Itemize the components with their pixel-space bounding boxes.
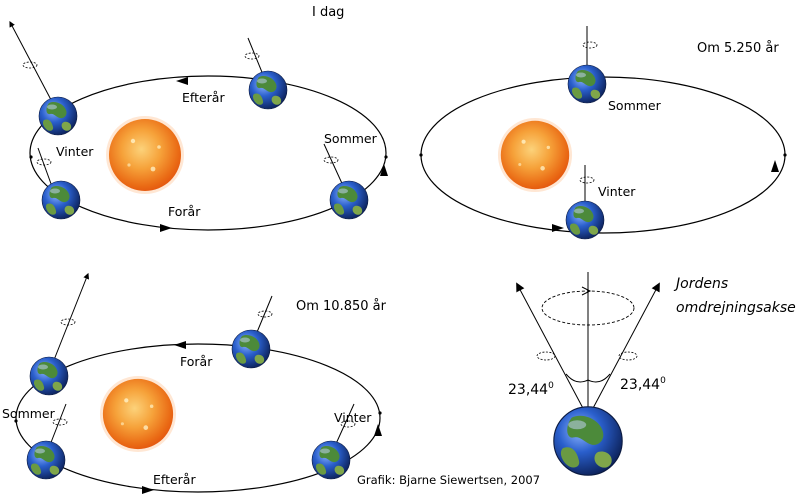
season-label-autumn: Efterår <box>153 472 196 487</box>
rotation-ellipse-icon <box>582 41 598 49</box>
earth-icon <box>231 329 271 369</box>
orbit-arrow-right <box>771 160 779 172</box>
angle-label-right: 23,440 <box>620 376 666 393</box>
axis-title-line2: omdrejningsakse <box>676 300 796 316</box>
orbit-dot <box>783 153 787 157</box>
precession-ellipse-icon <box>541 290 635 326</box>
rotation-ellipse-icon <box>36 158 52 166</box>
rotation-ellipse-icon <box>536 351 556 361</box>
season-label-summer: Sommer <box>324 131 378 146</box>
season-label-summer: Sommer <box>608 98 662 113</box>
orbit-dot <box>29 155 33 159</box>
panel-today: I dag Efterår Vinter Sommer Forår <box>9 5 388 232</box>
season-label-winter: Vinter <box>598 184 636 199</box>
orbit-10850 <box>15 343 381 493</box>
earth-icon <box>38 96 78 136</box>
panel-10850-title: Om 10.850 år <box>296 299 387 314</box>
season-label-autumn: Efterår <box>182 90 225 105</box>
rotation-ellipse-icon <box>618 351 638 361</box>
precession-arrow-icon <box>581 286 592 296</box>
season-label-summer: Sommer <box>2 406 56 421</box>
season-label-winter: Vinter <box>56 144 94 159</box>
orbit-dot <box>14 419 18 423</box>
angle-label-left: 23,440 <box>508 381 554 398</box>
rotation-ellipse-icon <box>52 418 68 426</box>
earth-icon <box>41 180 81 220</box>
orbit-5250 <box>420 76 786 234</box>
season-label-spring: Forår <box>180 354 213 369</box>
angle-arc-right <box>587 373 611 383</box>
panel-5250-title: Om 5.250 år <box>697 41 779 56</box>
credit-text: Grafik: Bjarne Siewertsen, 2007 <box>357 473 540 487</box>
panel-10850: Om 10.850 år Forår Sommer Vinter Efterår <box>2 272 387 494</box>
rotation-ellipse-icon <box>257 310 273 318</box>
earth-icon <box>552 405 624 477</box>
orbit-arrow-bottom <box>552 224 564 232</box>
earth-icon <box>311 440 351 480</box>
orbit-arrow-top <box>174 341 186 349</box>
panel-today-title: I dag <box>312 5 344 20</box>
orbit-arrow-bottom <box>142 486 154 494</box>
earth-axis-line <box>334 403 355 447</box>
season-label-winter: Vinter <box>334 410 372 425</box>
orbit-dot <box>378 411 382 415</box>
rotation-ellipse-icon <box>323 156 339 164</box>
rotation-ellipse-icon <box>579 176 595 184</box>
sun-icon <box>99 375 177 453</box>
sun-icon <box>497 117 573 193</box>
tilted-axis-left-line <box>516 282 586 413</box>
angle-arc-left <box>565 373 589 383</box>
earth-axis-line <box>49 403 67 446</box>
earth-icon <box>329 180 369 220</box>
panel-axis-detail: Jordens omdrejningsakse 23,440 23,440 <box>508 272 796 477</box>
orbit-arrow-bottom <box>160 224 172 232</box>
tilted-axis-right-line <box>590 282 660 413</box>
orbit-arrow-right <box>374 424 382 436</box>
earth-icon <box>565 200 605 240</box>
orbit-arrow-right <box>380 164 388 176</box>
earth-icon <box>26 440 66 480</box>
orbit-dot <box>384 155 388 159</box>
orbit-arrow-top <box>176 77 188 85</box>
earth-icon <box>29 356 69 396</box>
earth-icon <box>248 70 288 110</box>
orbit-dot <box>419 153 423 157</box>
rotation-ellipse-icon <box>340 420 356 428</box>
earth-icon <box>567 64 607 104</box>
sun-icon <box>106 116 184 194</box>
rotation-ellipse-icon <box>22 61 38 69</box>
axis-title-line1: Jordens <box>673 276 728 292</box>
earth-axis-line <box>254 295 273 338</box>
orbit-today <box>29 75 387 231</box>
season-label-spring: Forår <box>168 204 201 219</box>
rotation-ellipse-icon <box>60 318 76 326</box>
rotation-ellipse-icon <box>244 52 260 60</box>
panel-5250: Om 5.250 år Sommer Vinter <box>419 26 787 240</box>
